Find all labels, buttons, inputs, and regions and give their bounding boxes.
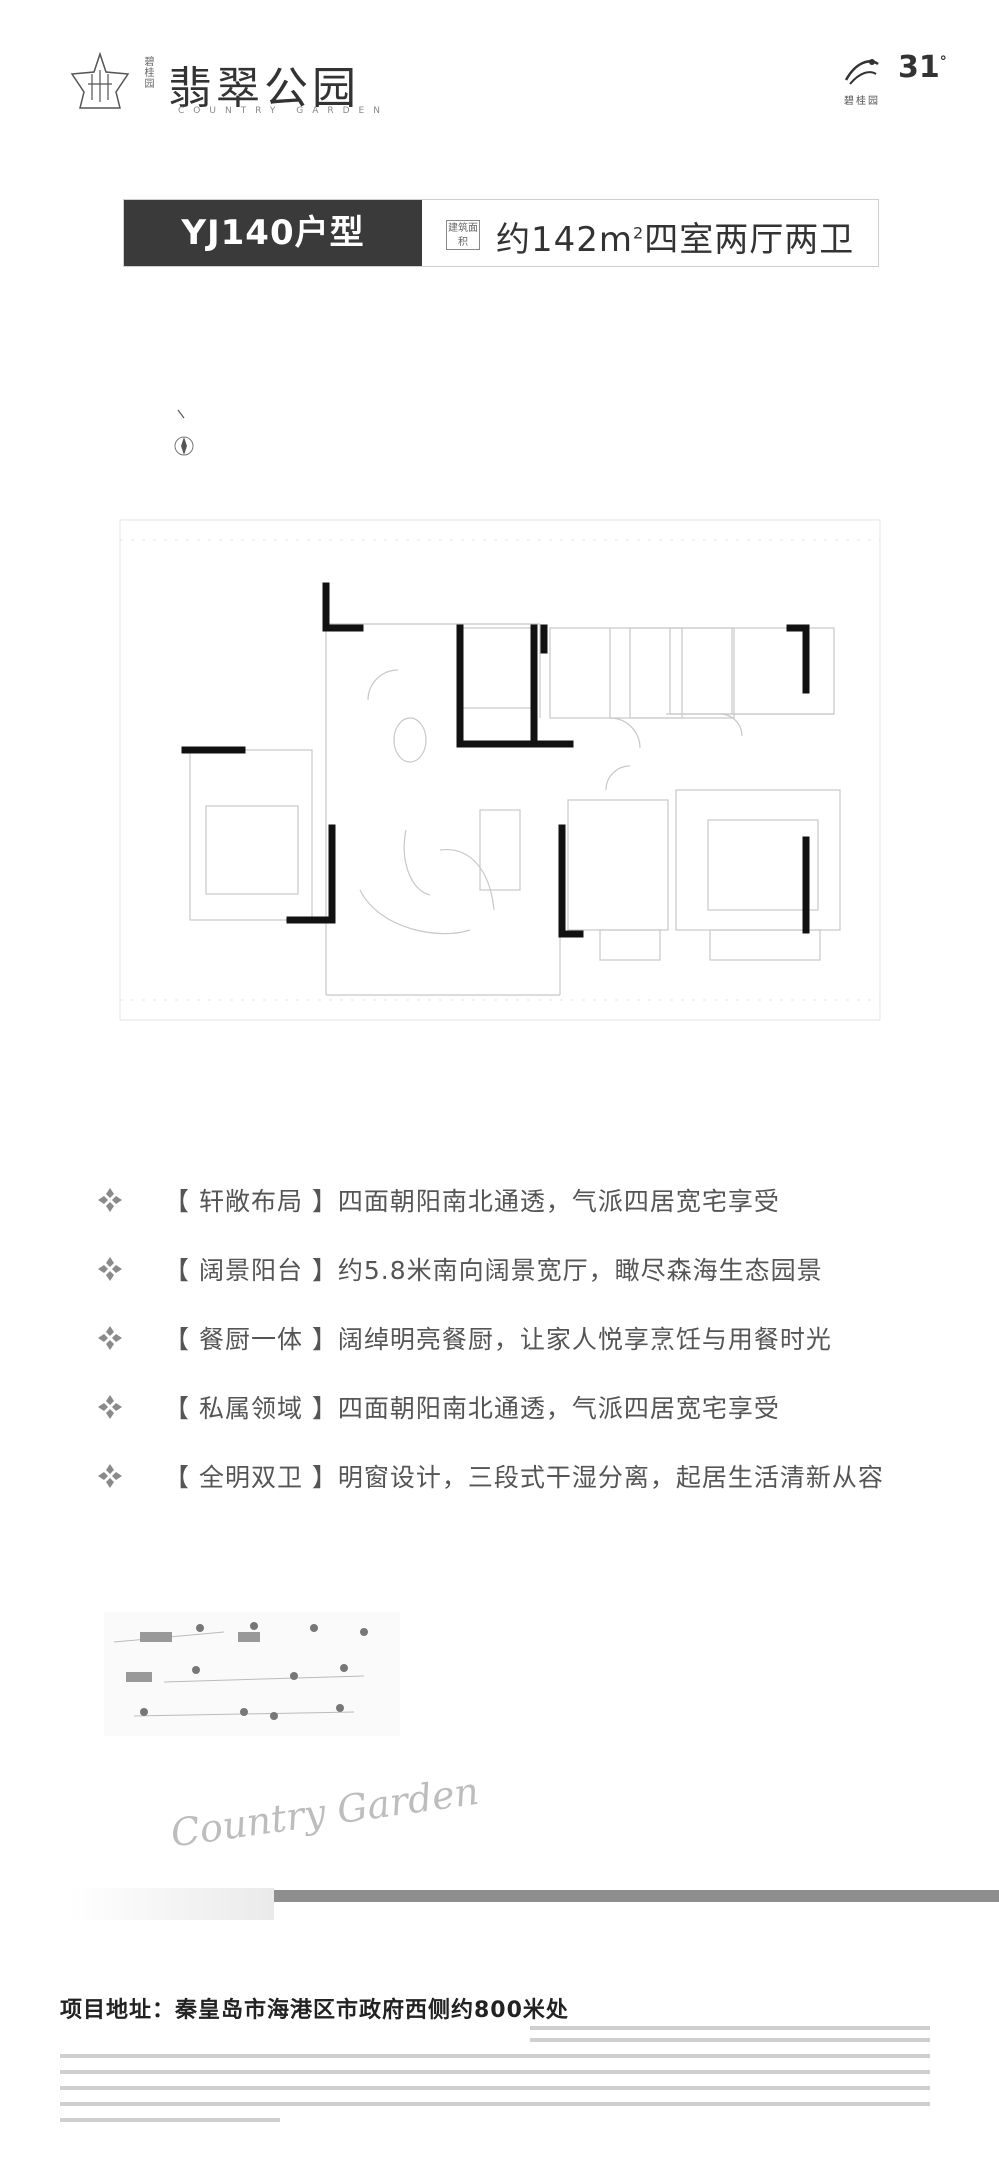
brand-title: 翡翠公园 bbox=[168, 63, 360, 114]
area-sup: 2 bbox=[633, 223, 645, 243]
footer-gradient-block bbox=[70, 1888, 274, 1920]
plan-walls bbox=[181, 582, 810, 938]
plan-thin-lines bbox=[189, 623, 841, 996]
feature-text: 【 全明双卫 】明窗设计，三段式干湿分离，起居生活清新从容 bbox=[164, 1463, 884, 1492]
area-value: 约142m bbox=[496, 220, 634, 260]
diamond-bullet-icon bbox=[98, 1326, 122, 1350]
diamond-bullet-icon bbox=[98, 1464, 122, 1488]
feature-text: 【 私属领域 】四面朝阳南北通透，气派四居宽宅享受 bbox=[164, 1394, 780, 1423]
floor-plan bbox=[119, 519, 881, 1021]
feature-item: 【 轩敞布局 】四面朝阳南北通透，气派四居宽宅享受 bbox=[96, 1180, 916, 1220]
brand-small-label: 碧桂园 bbox=[142, 56, 153, 89]
area-label-box: 建筑面积 bbox=[446, 220, 480, 250]
feature-text: 【 轩敞布局 】四面朝阳南北通透，气派四居宽宅享受 bbox=[164, 1187, 780, 1216]
brand-logo-icon bbox=[70, 52, 130, 109]
plan-dimension-lines bbox=[119, 519, 881, 1021]
location-map-thumbnail bbox=[104, 1612, 400, 1736]
feature-item: 【 全明双卫 】明窗设计，三段式干湿分离，起居生活清新从容 bbox=[96, 1456, 916, 1496]
corp-name: 碧桂园 bbox=[844, 96, 880, 107]
diamond-bullet-icon bbox=[98, 1188, 122, 1212]
footer-bar bbox=[274, 1890, 999, 1902]
corp-anniversary-number: 31° bbox=[898, 50, 947, 85]
feature-item: 【 餐厨一体 】阔绰明亮餐厨，让家人悦享烹饪与用餐时光 bbox=[96, 1318, 916, 1358]
brand-script-watermark: Country Garden bbox=[168, 1768, 482, 1856]
feature-text: 【 阔景阳台 】约5.8米南向阔景宽厅，瞰尽森海生态园景 bbox=[164, 1256, 823, 1285]
corp-number-value: 31 bbox=[898, 50, 940, 85]
unit-type-label: YJ140户型 bbox=[124, 200, 422, 266]
area-description: 约142m2四室两厅两卫 bbox=[496, 212, 854, 261]
disclaimer-fine-print bbox=[60, 2026, 930, 2122]
corp-number-sup: ° bbox=[939, 54, 947, 70]
project-address: 项目地址：秦皇岛市海港区市政府西侧约800米处 bbox=[60, 1998, 569, 2023]
feature-item: 【 阔景阳台 】约5.8米南向阔景宽厅，瞰尽森海生态园景 bbox=[96, 1249, 916, 1289]
diamond-bullet-icon bbox=[98, 1395, 122, 1419]
feature-item: 【 私属领域 】四面朝阳南北通透，气派四居宽宅享受 bbox=[96, 1387, 916, 1427]
corp-logo-icon bbox=[844, 59, 879, 85]
room-layout: 四室两厅两卫 bbox=[644, 220, 855, 260]
diamond-bullet-icon bbox=[98, 1257, 122, 1281]
compass-icon bbox=[174, 409, 194, 456]
brand-subtitle: COUNTRY GARDEN bbox=[178, 106, 389, 116]
feature-text: 【 餐厨一体 】阔绰明亮餐厨，让家人悦享烹饪与用餐时光 bbox=[164, 1325, 832, 1354]
